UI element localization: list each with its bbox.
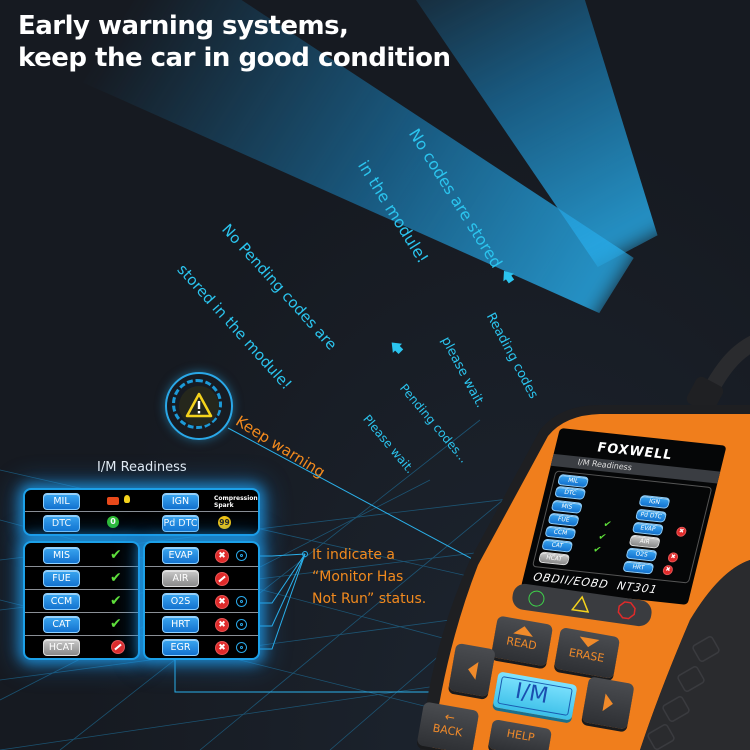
monitor-hrt: HRT xyxy=(162,616,199,633)
erase-button[interactable]: ERASE xyxy=(553,627,621,679)
incomplete-icon: ✖ xyxy=(666,551,680,563)
ign-pill: IGN xyxy=(162,493,199,510)
arrow-up-icon: 🡅 xyxy=(497,266,519,288)
mil-pill: MIL xyxy=(43,493,80,510)
screen-rows: MIL DTC MIS FUE CCM CAT HCAT IGN Pd DTC … xyxy=(531,470,713,584)
monitor-hcat: HCAT xyxy=(43,639,80,656)
help-button[interactable]: HELP xyxy=(487,719,553,750)
back-button[interactable]: ← BACK xyxy=(416,701,480,750)
keep-warning-label: Keep warning xyxy=(232,412,329,482)
check-icon: ✔ xyxy=(110,570,122,586)
check-icon: ✔ xyxy=(592,544,603,556)
headline: Early warning systems, keep the car in g… xyxy=(18,10,451,74)
warning-triangle-icon xyxy=(570,595,590,613)
monitor-not-run-note: It indicate a “Monitor Has Not Run” stat… xyxy=(312,547,427,607)
left-arrow-icon xyxy=(466,660,478,680)
im-button[interactable]: I/M xyxy=(492,671,578,721)
incomplete-icon: ✖ xyxy=(661,564,674,576)
device-screen: FOXWELL I/M Readiness MIL DTC MIS FUE CC… xyxy=(520,428,727,605)
pd-dtc-pill: Pd DTC xyxy=(162,515,199,532)
engine-lamp-icon xyxy=(107,497,119,505)
monitor-fue: FUE xyxy=(43,570,80,587)
monitor-egr: EGR xyxy=(162,639,199,656)
right-arrow-button[interactable] xyxy=(581,676,635,730)
incomplete-icon: ✖ xyxy=(215,595,229,609)
pd-dtc-count-badge: 99 xyxy=(218,516,231,529)
flag-ring-icon xyxy=(236,596,247,607)
not-supported-icon xyxy=(215,572,229,586)
monitor-mis: MIS xyxy=(43,547,80,564)
check-icon: ✔ xyxy=(110,616,122,632)
callout-no-codes: No codes are stored in the module! xyxy=(354,125,507,272)
flag-ring-icon xyxy=(236,619,247,630)
flag-ring-icon xyxy=(236,550,247,561)
dtc-pill: DTC xyxy=(43,515,80,532)
status-indicators xyxy=(510,582,654,628)
warning-triangle-icon xyxy=(185,392,213,418)
im-readiness-title: I/M Readiness xyxy=(97,460,187,475)
bulb-icon xyxy=(124,495,130,503)
not-supported-icon xyxy=(111,640,125,654)
check-circle-icon xyxy=(527,589,546,608)
ign-value: Compression Spark xyxy=(214,495,258,509)
check-icon: ✔ xyxy=(110,547,122,563)
incomplete-icon: ✖ xyxy=(215,618,229,632)
monitor-air: AIR xyxy=(162,570,199,587)
monitor-o2s: O2S xyxy=(162,593,199,610)
im-panel-left: MIS ✔ FUE ✔ CCM ✔ CAT ✔ HCAT xyxy=(23,541,140,660)
incomplete-icon: ✖ xyxy=(215,549,229,563)
left-arrow-button[interactable] xyxy=(448,642,496,698)
warning-badge xyxy=(165,372,233,440)
incomplete-icon: ✖ xyxy=(675,526,688,538)
check-icon: ✔ xyxy=(110,593,122,609)
incomplete-icon: ✖ xyxy=(215,641,229,655)
read-button[interactable]: READ xyxy=(490,615,554,667)
headline-line-2: keep the car in good condition xyxy=(18,43,451,73)
headline-line-1: Early warning systems, xyxy=(18,11,349,41)
monitor-ccm: CCM xyxy=(43,593,80,610)
monitor-evap: EVAP xyxy=(162,547,199,564)
dtc-count-badge: 0 xyxy=(107,516,119,528)
monitor-cat: CAT xyxy=(43,616,80,633)
im-panel-top: MIL IGN Compression Spark DTC 0 Pd DTC 9… xyxy=(23,488,260,536)
flag-ring-icon xyxy=(236,642,247,653)
error-octagon-icon xyxy=(617,601,636,620)
im-panel-right: EVAP ✖ AIR O2S ✖ HRT ✖ EGR ✖ xyxy=(143,541,260,660)
right-arrow-icon xyxy=(602,693,614,713)
